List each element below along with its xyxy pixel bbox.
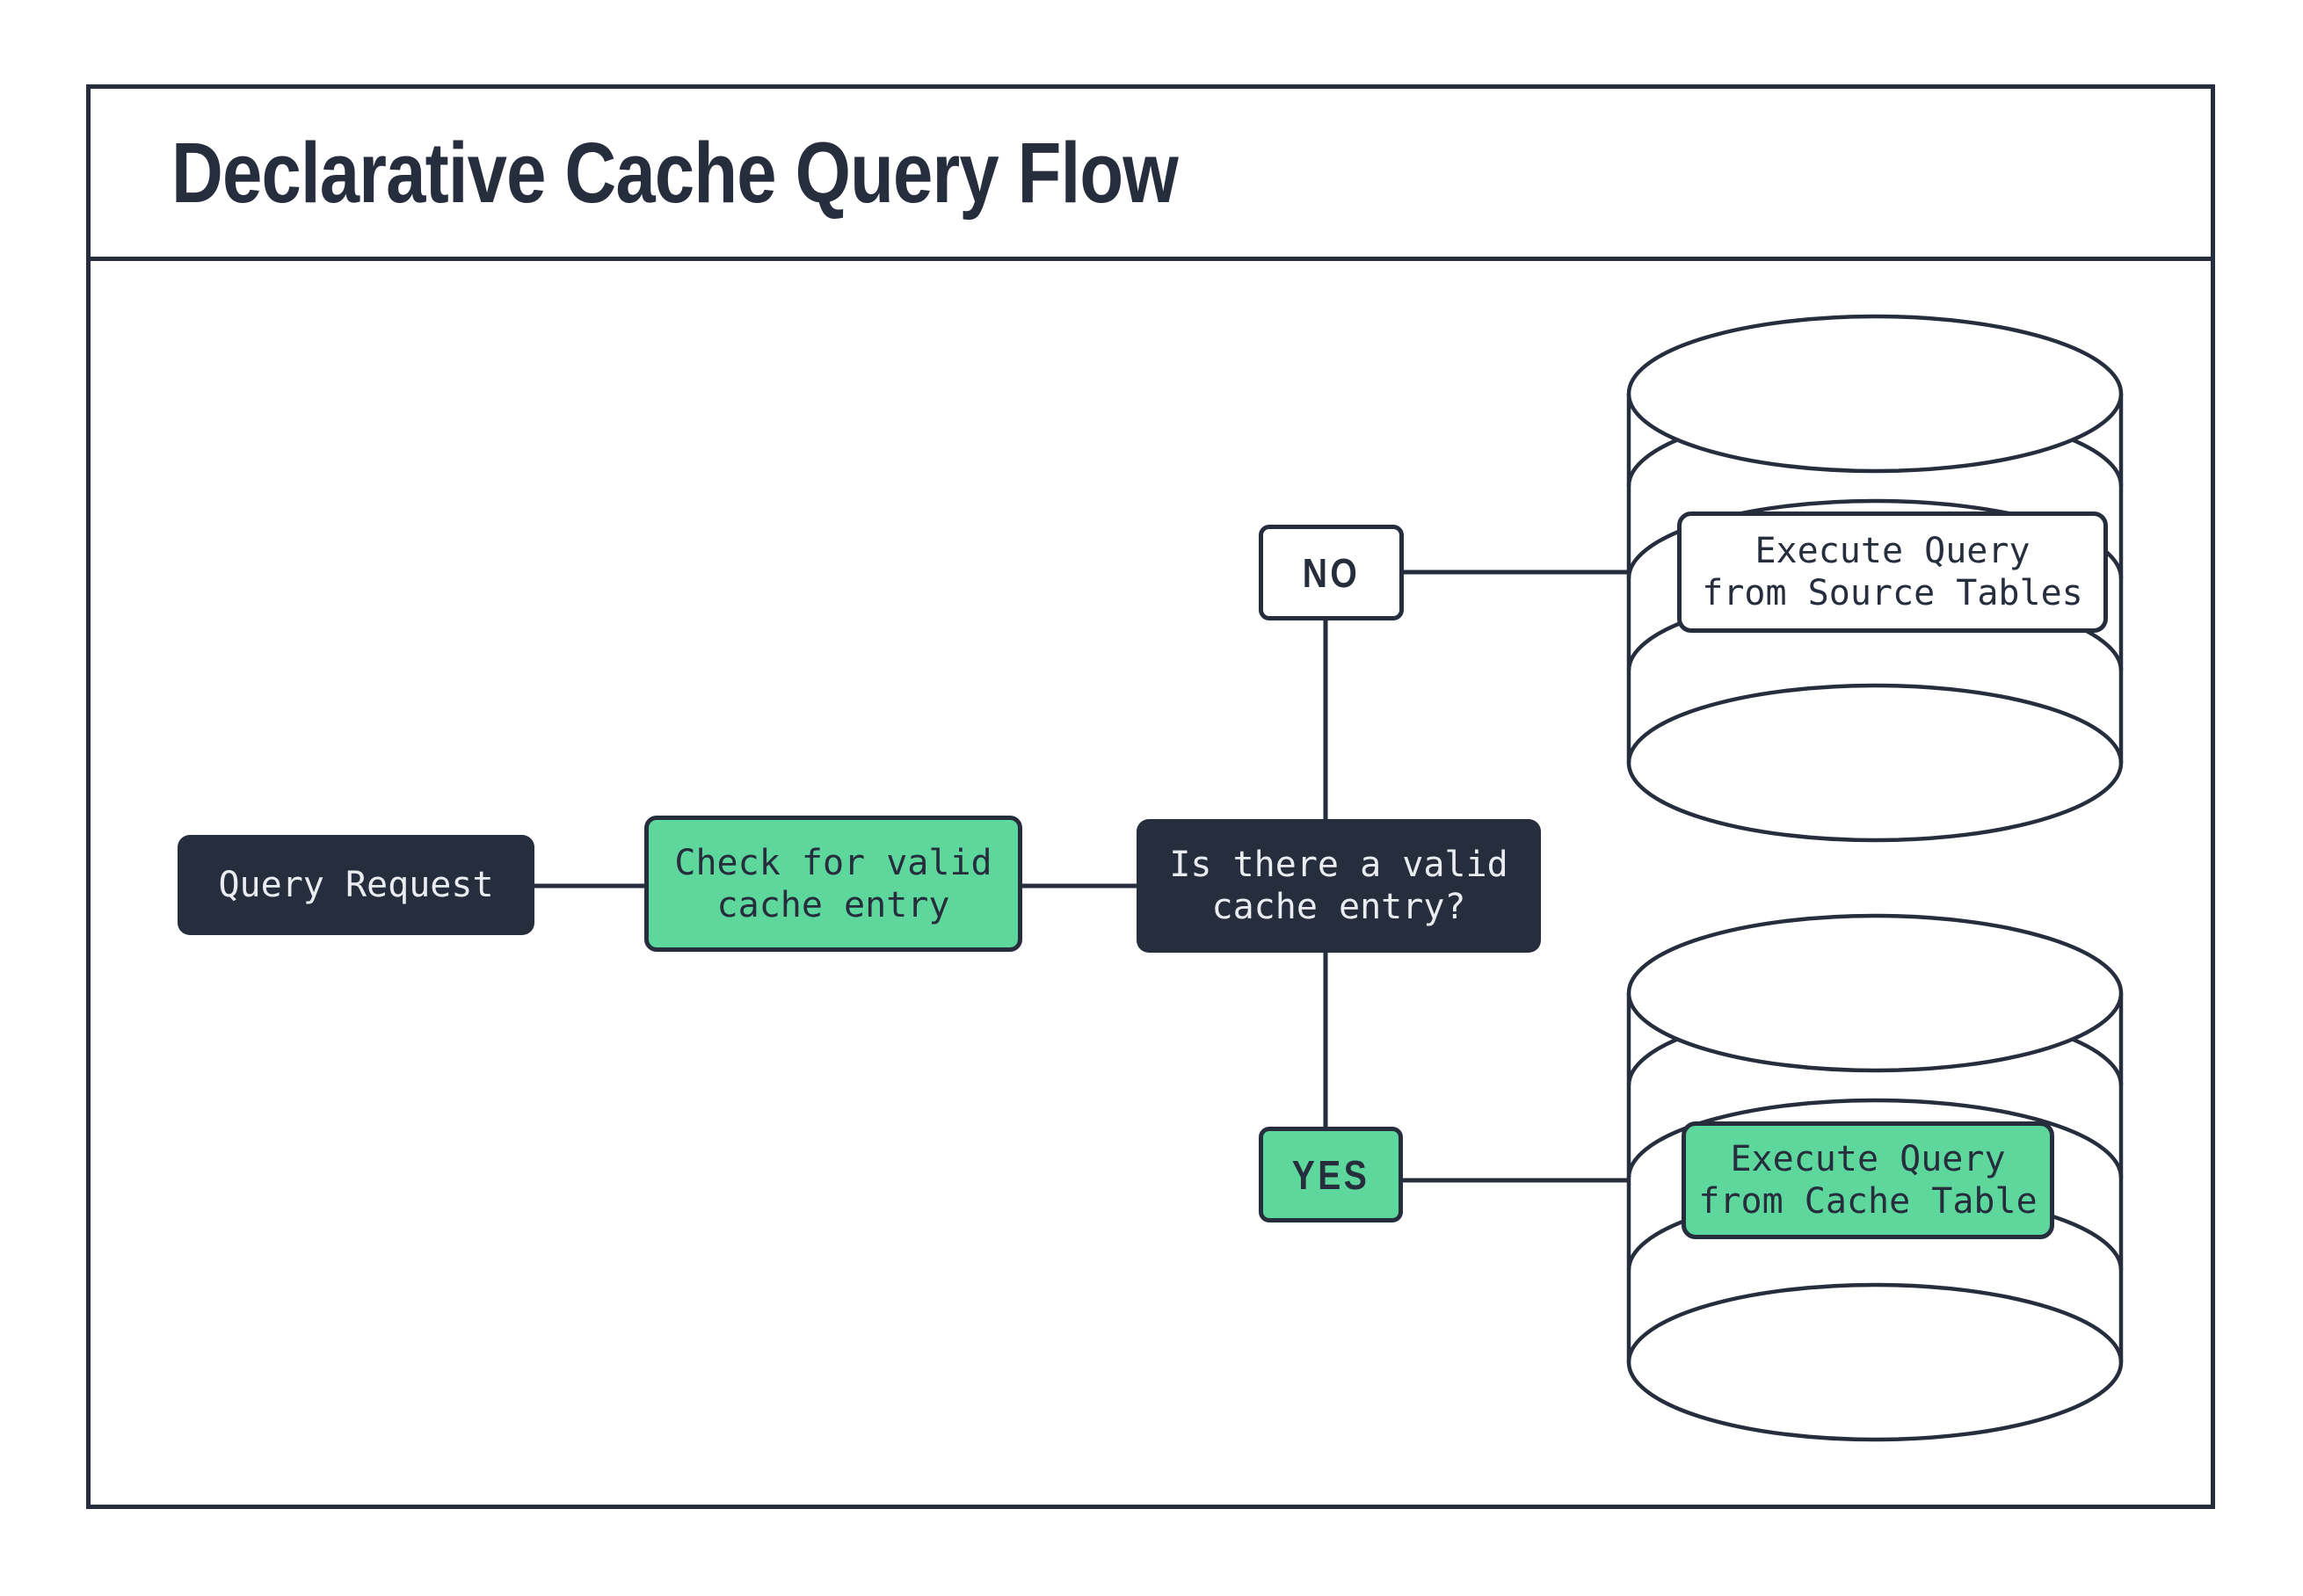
branch-no-label: NO	[1302, 549, 1361, 596]
source-db-label-node: Execute Query from Source Tables	[1677, 511, 2108, 633]
branch-yes-label: YES	[1291, 1151, 1370, 1198]
query-request-node: Query Request	[178, 835, 534, 935]
cache-valid-decision-node: Is there a valid cache entry?	[1137, 819, 1541, 953]
cache-db-label-node: Execute Query from Cache Table	[1682, 1121, 2054, 1239]
check-cache-node: Check for valid cache entry	[644, 816, 1022, 952]
diagram-frame: Declarative Cache Query Flow	[86, 84, 2215, 1509]
branch-yes-node: YES	[1259, 1127, 1403, 1222]
cache-db-cylinder-icon	[1626, 913, 2124, 1442]
diagram-title: Declarative Cache Query Flow	[171, 124, 1179, 221]
diagram-header: Declarative Cache Query Flow	[91, 89, 2211, 261]
branch-no-node: NO	[1259, 525, 1404, 620]
